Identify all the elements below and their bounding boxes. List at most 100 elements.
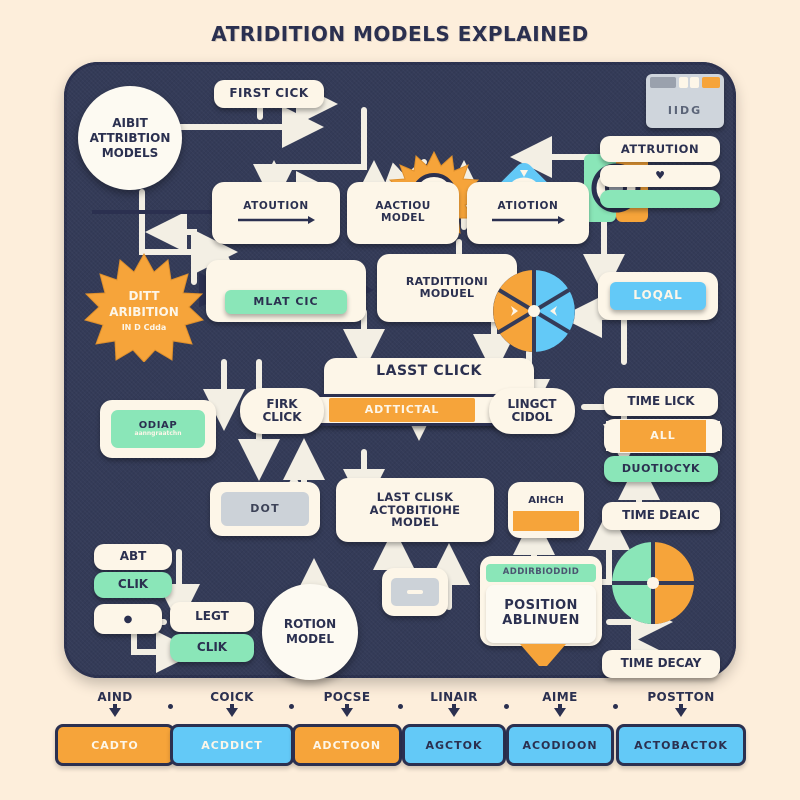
legend-dot-0 <box>168 704 173 709</box>
adtictal-bar[interactable]: ADTTICTAL <box>329 398 475 422</box>
abt-clik-bar[interactable]: CLIK <box>94 572 172 598</box>
legend-arrow-2 <box>341 708 353 717</box>
rotion-model-circle[interactable]: ROTION MODEL <box>262 584 358 680</box>
attribution-box-3-label: ATIOTION <box>497 200 559 213</box>
odiap-label: ODIAP <box>138 420 178 432</box>
firk-click-line2: CLICK <box>262 410 302 424</box>
loqal-card[interactable]: LOQAL <box>598 272 718 320</box>
legend-button-2[interactable]: ADCTOON <box>292 724 402 766</box>
attribution-box-1-label: ATOUTION <box>243 200 309 213</box>
adtictal-bar-wrap[interactable]: ADTTICTAL <box>294 394 510 426</box>
position-card-line2: ABLINUEN <box>502 612 580 628</box>
attrution-pill[interactable]: ATTRUTION <box>600 136 720 162</box>
aihch-card[interactable]: AIHCH <box>508 482 584 538</box>
time-deaic-pill[interactable]: TIME DEAIC <box>602 502 720 530</box>
attrution-green-bar[interactable] <box>600 190 720 208</box>
legend-dot-3 <box>504 704 509 709</box>
firk-click-pill[interactable]: FIRK CLICK <box>240 388 324 434</box>
attribution-box-2-line2: MODEL <box>381 212 425 224</box>
ratdittioni-line2: MODUEL <box>419 287 475 300</box>
ratdittioni-line1: RATDITTIONI <box>405 274 489 288</box>
last-click-model-line2: ACTOBITIOHE <box>369 502 461 517</box>
position-card-header: ADDIRBIODDID <box>486 563 596 582</box>
firk-click-line1: FIRK <box>266 396 298 411</box>
legend-label-5: POSTTON <box>647 690 715 704</box>
all-bar[interactable]: ALL <box>620 420 706 452</box>
odiap-inner[interactable]: ODIAP aanngraatchn <box>111 410 205 448</box>
hub-circle-line1: AIBIT <box>112 115 148 130</box>
first-click-pill[interactable]: FIRST CICK <box>214 80 324 108</box>
screen-icon-card[interactable] <box>382 568 448 616</box>
legend-arrow-4 <box>554 708 566 717</box>
window-widget-label: IIDG <box>667 103 703 117</box>
last-click-model-line1: LAST CLISK <box>376 490 454 505</box>
time-lick-stack: TIME LICK ALL DUOTIOCYK <box>604 388 722 484</box>
dot-card[interactable]: DOT <box>210 482 320 536</box>
attribution-box-2[interactable]: AACTIOU MODEL <box>347 182 459 244</box>
odiap-card[interactable]: ODIAP aanngraatchn <box>100 400 216 458</box>
last-click-model-line3: MODEL <box>391 515 439 530</box>
pie-chart-icon-1 <box>491 268 577 354</box>
legend-row: AIND CADTO COICK ACDDICT POCSE ADCTOON L… <box>0 690 800 790</box>
aihch-label: AIHCH <box>513 489 579 511</box>
duotiocyk-bar[interactable]: DUOTIOCYK <box>604 456 718 482</box>
legend-button-4[interactable]: ACODIOON <box>506 724 614 766</box>
legend-item-5[interactable]: POSTTON ACTOBACTOK <box>616 690 746 766</box>
aihch-orange-bar <box>513 511 579 531</box>
legend-button-3[interactable]: AGCTOK <box>402 724 506 766</box>
position-card-line1: POSITION <box>504 598 578 614</box>
legend-button-5[interactable]: ACTOBACTOK <box>616 724 746 766</box>
attrution-stack: ATTRUTION ♥ <box>600 136 720 220</box>
last-click-model-card[interactable]: LAST CLISK ACTOBITIOHE MODEL <box>336 478 494 542</box>
attribution-box-1[interactable]: ATOUTION <box>212 182 340 244</box>
position-card[interactable]: ADDIRBIODDID POSITION ABLINUEN <box>480 556 602 646</box>
page-title: ATRIDITION MODELS EXPLAINED <box>211 22 589 46</box>
abt-pill[interactable]: ABT <box>94 544 172 570</box>
lasst-click-label: LASST CLICK <box>376 363 482 379</box>
loqal-button[interactable]: LOQAL <box>610 282 706 310</box>
hub-circle[interactable]: AIBIT ATTRIBTION MODELS <box>78 86 182 190</box>
attribution-box-3[interactable]: ATIOTION <box>467 182 589 244</box>
dot-small-pill[interactable]: ● <box>94 604 162 634</box>
legend-label-2: POCSE <box>323 690 371 704</box>
legend-arrow-3 <box>448 708 460 717</box>
legend-item-2[interactable]: POCSE ADCTOON <box>292 690 402 766</box>
dot-button[interactable]: DOT <box>221 492 309 526</box>
all-bar-wrap: ALL <box>604 419 722 453</box>
legend-label-4: AIME <box>542 690 578 704</box>
legend-dot-1 <box>289 704 294 709</box>
legend-item-0[interactable]: AIND CADTO <box>55 690 175 766</box>
time-lick-pill[interactable]: TIME LICK <box>604 388 718 416</box>
mlat-group-card: MLAT CIC <box>206 260 366 322</box>
rotion-model-line2: MODEL <box>286 632 334 646</box>
pie-chart-icon-2 <box>610 540 696 626</box>
legt-clik-bar[interactable]: CLIK <box>170 634 254 662</box>
lingct-cidol-line1: LINGCT <box>507 396 557 411</box>
window-widget-icon[interactable]: IIDG <box>646 74 724 128</box>
legend-button-0[interactable]: CADTO <box>55 724 175 766</box>
heart-pill[interactable]: ♥ <box>600 165 720 187</box>
legend-arrow-1 <box>226 708 238 717</box>
legend-label-0: AIND <box>97 690 133 704</box>
ditt-aribition-burst[interactable]: DITT ARIBITION IN D Cdda <box>84 252 204 363</box>
position-card-funnel-icon <box>520 644 566 666</box>
legt-pill[interactable]: LEGT <box>170 602 254 632</box>
diagram-board: AIBIT ATTRIBTION MODELS FIRST CICK <box>64 62 736 680</box>
legend-button-1[interactable]: ACDDICT <box>170 724 294 766</box>
hub-circle-line2: ATTRIBTION <box>89 130 171 145</box>
legend-item-3[interactable]: LINAIR AGCTOK <box>402 690 506 766</box>
hub-circle-line3: MODELS <box>101 145 159 160</box>
legend-item-4[interactable]: AIME ACODIOON <box>506 690 614 766</box>
abt-stack: ABT CLIK <box>94 544 172 598</box>
legend-arrow-5 <box>675 708 687 717</box>
legend-item-1[interactable]: COICK ACDDICT <box>170 690 294 766</box>
legend-arrow-0 <box>109 708 121 717</box>
odiap-sub: aanngraatchn <box>134 430 182 438</box>
time-decay-pill[interactable]: TIME DECAY <box>602 650 720 678</box>
lingct-cidol-pill[interactable]: LINGCT CIDOL <box>489 388 575 434</box>
legend-label-3: LINAIR <box>430 690 478 704</box>
mlat-button[interactable]: MLAT CIC <box>225 290 347 314</box>
burst-line1: DITT <box>128 289 160 303</box>
burst-line3: IN D Cdda <box>122 323 167 332</box>
legend-dot-4 <box>613 704 618 709</box>
